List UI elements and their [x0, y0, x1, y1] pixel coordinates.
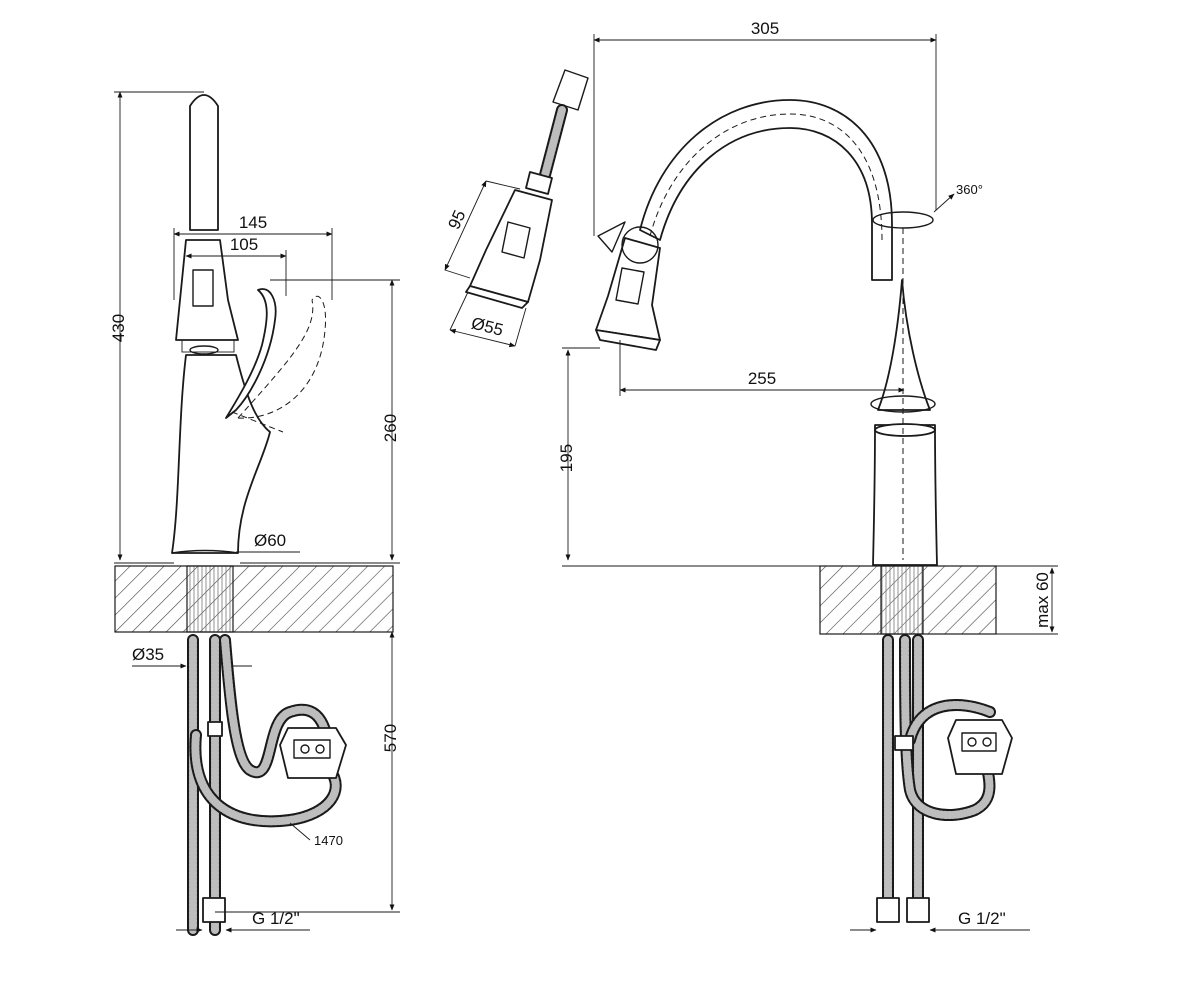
dim-head-95: 95: [444, 207, 469, 232]
spout-column-side: [189, 94, 219, 231]
spray-head-side: [175, 239, 239, 341]
front-view: 360° 305 255 195 max 60: [557, 19, 1058, 933]
dim-deck-max-60: max 60: [1033, 572, 1052, 628]
counterweight-left: [279, 727, 347, 779]
dim-rotation-360: 360°: [956, 182, 983, 197]
spray-head-detached: [469, 189, 553, 303]
counterweight-right: [947, 719, 1013, 775]
side-view: 430 145 105 260 Ø60 Ø35 1470 570 G 1/2": [109, 91, 400, 936]
dim-reach-305: 305: [751, 19, 779, 38]
dim-thread-left: G 1/2": [252, 909, 300, 928]
dim-total-height: 430: [109, 314, 128, 342]
mounting-hole-right: [880, 565, 924, 635]
lever-swing-path: [237, 295, 327, 419]
hose-end-detail: [552, 69, 589, 111]
dim-hose-1470: 1470: [314, 833, 343, 848]
spray-head-pivot: [621, 226, 659, 264]
dim-thread-right: G 1/2": [958, 909, 1006, 928]
lever-handle-side: [225, 288, 277, 419]
countertop-section-left: [114, 565, 394, 633]
spray-head-detail: 95 Ø55: [444, 69, 589, 348]
dim-diameter-60: Ø60: [254, 531, 286, 550]
spray-head-front: [595, 237, 661, 341]
dim-reach-255: 255: [748, 369, 776, 388]
faucet-body-side: [171, 354, 271, 554]
mounting-hole-left: [186, 565, 234, 633]
dim-height-195: 195: [557, 444, 576, 472]
dim-diameter-35: Ø35: [132, 645, 164, 664]
dim-width-145: 145: [239, 213, 267, 232]
gooseneck-spout: [639, 99, 893, 281]
faucet-body-front: [872, 424, 938, 566]
dim-hose-570: 570: [381, 724, 400, 752]
dim-height-260: 260: [381, 414, 400, 442]
dim-width-105: 105: [230, 235, 258, 254]
